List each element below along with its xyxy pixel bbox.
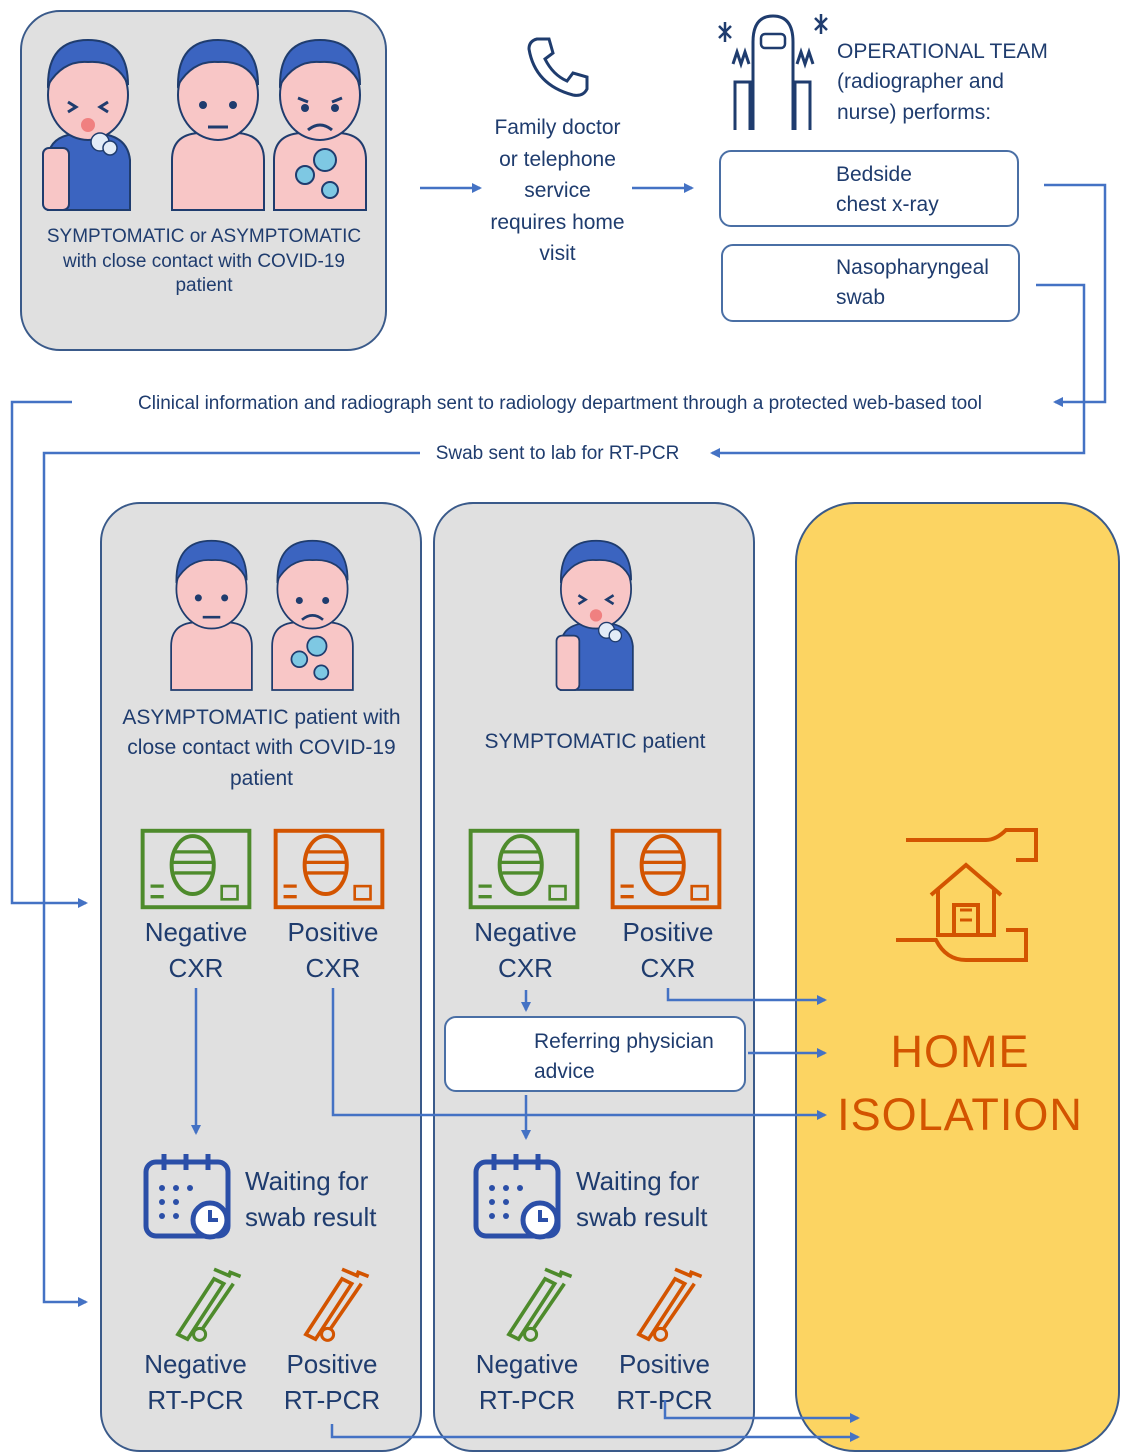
asymptomatic-panel xyxy=(100,502,422,1452)
asymptomatic-sick-patient-icon xyxy=(271,539,354,691)
operational-team-text: OPERATIONAL TEAM (radiographer and nurse… xyxy=(837,40,1048,124)
positive-swab-icon xyxy=(303,1267,370,1342)
arrow-radiology-to-panels xyxy=(10,400,88,908)
sym-positive-cxr-label: Positive CXR xyxy=(622,917,714,984)
sym-negative-cxr-label: Negative CXR xyxy=(474,917,577,984)
coughing-patient-icon xyxy=(42,38,131,211)
referring-physician-label: Referring physician advice xyxy=(534,1030,714,1084)
doctor-request-text: Family doctor or telephone service requi… xyxy=(490,116,625,265)
arrow-xray-to-radiology xyxy=(1044,183,1107,407)
referring-physician-card xyxy=(444,1016,746,1092)
asymptomatic-caption: ASYMPTOMATIC patient with close contact … xyxy=(122,706,401,790)
arrow-sym-pospcr-to-isolation xyxy=(663,1400,860,1423)
home-isolation-line1: HOME xyxy=(890,1026,1030,1077)
home-isolation-line2: ISOLATION xyxy=(837,1089,1083,1140)
symptomatic-calendar-clock-icon xyxy=(473,1154,561,1240)
symptomatic-negative-swab-icon xyxy=(506,1267,573,1342)
asymptomatic-neutral-patient-icon xyxy=(170,539,253,691)
symptomatic-coughing-patient-icon xyxy=(555,539,634,691)
arrow-swab-to-lab xyxy=(710,283,1086,458)
phone-icon xyxy=(527,37,589,97)
negative-xray-icon xyxy=(140,828,252,910)
symptomatic-caption: SYMPTOMATIC patient xyxy=(484,730,706,753)
operational-team-icon xyxy=(718,14,828,130)
symptomatic-negative-xray-icon xyxy=(468,828,580,910)
home-isolation-panel xyxy=(795,502,1120,1452)
sym-waiting-label: Waiting for swab result xyxy=(576,1166,708,1233)
sym-negative-pcr-label: Negative RT-PCR xyxy=(475,1349,579,1416)
chest-xray-label: Bedside chest x-ray xyxy=(836,163,939,217)
positive-xray-icon xyxy=(273,828,385,910)
asym-waiting-label: Waiting for swab result xyxy=(245,1166,377,1233)
asym-negative-pcr-label: Negative RT-PCR xyxy=(144,1349,247,1416)
symptomatic-positive-xray-icon xyxy=(610,828,722,910)
chest-xray-card xyxy=(719,150,1019,227)
arrow-asym-pospcr-to-isolation xyxy=(330,1424,860,1442)
nasopharyngeal-swab-card xyxy=(721,244,1020,322)
negative-swab-icon xyxy=(175,1267,242,1342)
home-isolation-icon xyxy=(896,828,1038,962)
arrow-lab-to-panels xyxy=(42,451,420,1307)
calendar-clock-icon xyxy=(143,1154,231,1240)
symptomatic-positive-swab-icon xyxy=(636,1267,703,1342)
arrow-sym-poscxr-to-isolation xyxy=(666,988,827,1005)
asym-positive-cxr-label: Positive CXR xyxy=(287,917,379,984)
patients-caption: SYMPTOMATIC or ASYMPTOMATIC with close c… xyxy=(46,226,362,297)
asym-positive-pcr-label: Positive RT-PCR xyxy=(283,1349,381,1416)
swab-label: Nasopharyngeal swab xyxy=(836,256,989,310)
radiograph-sent-text: Clinical information and radiograph sent… xyxy=(70,392,1050,417)
swab-sent-text: Swab sent to lab for RT-PCR xyxy=(420,442,695,467)
asym-negative-cxr-label: Negative CXR xyxy=(144,917,248,984)
neutral-patient-icon xyxy=(171,38,265,211)
arrow-asym-poscxr-to-isolation xyxy=(331,988,827,1120)
sick-patient-icon xyxy=(273,38,367,211)
sym-positive-pcr-label: Positive RT-PCR xyxy=(616,1349,713,1416)
